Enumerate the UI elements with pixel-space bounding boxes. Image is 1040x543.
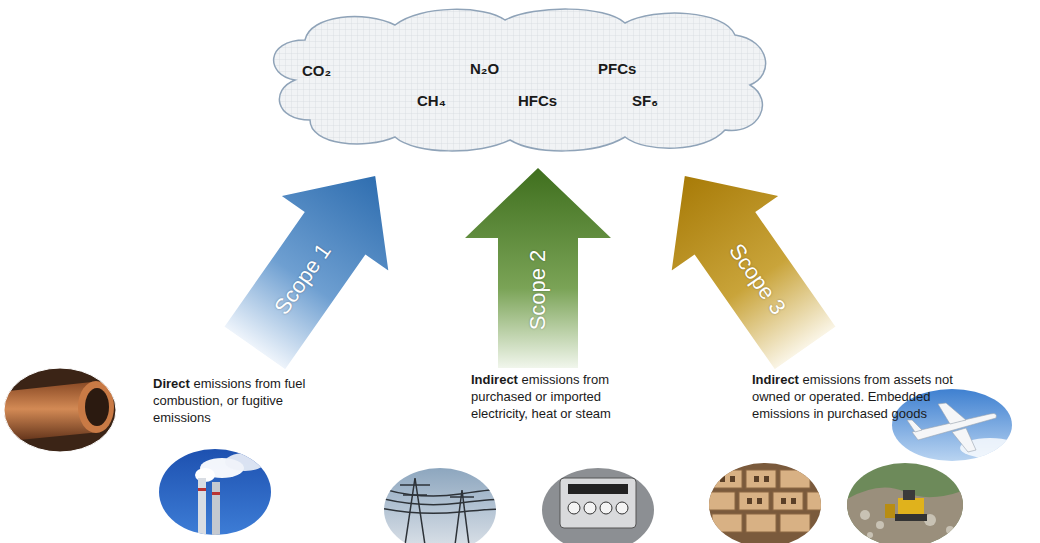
- gas-formula: SF₆: [632, 92, 658, 109]
- gas-formula: PFCs: [598, 60, 636, 77]
- pipe-photo: [0, 360, 120, 460]
- landfill-photo: [845, 460, 970, 543]
- cloud-shape: [255, 5, 775, 155]
- gas-formula: CH₄: [417, 92, 446, 109]
- power-line-photo: [380, 465, 500, 543]
- scope-description: Indirect emissions from purchased or imp…: [471, 371, 611, 422]
- gas-cloud: CO₂ N₂O PFCsCH₄ HFCs SF₆: [255, 5, 775, 155]
- scope-arrow: Scope 1: [202, 139, 429, 386]
- smokestack-photo: [155, 445, 280, 540]
- scope-arrow: Scope 2: [465, 168, 611, 368]
- meter-photo: [540, 465, 660, 543]
- scope-description: Direct emissions from fuel combustion, o…: [153, 375, 318, 426]
- gas-formula: HFCs: [518, 92, 557, 109]
- scope-description: Indirect emissions from assets not owned…: [752, 371, 962, 422]
- gas-formula: CO₂: [302, 62, 331, 79]
- bricks-photo: [705, 460, 837, 543]
- scope-arrow: Scope 3: [632, 139, 859, 386]
- scope-label: Scope 2: [525, 250, 551, 331]
- gas-formula: N₂O: [470, 60, 499, 77]
